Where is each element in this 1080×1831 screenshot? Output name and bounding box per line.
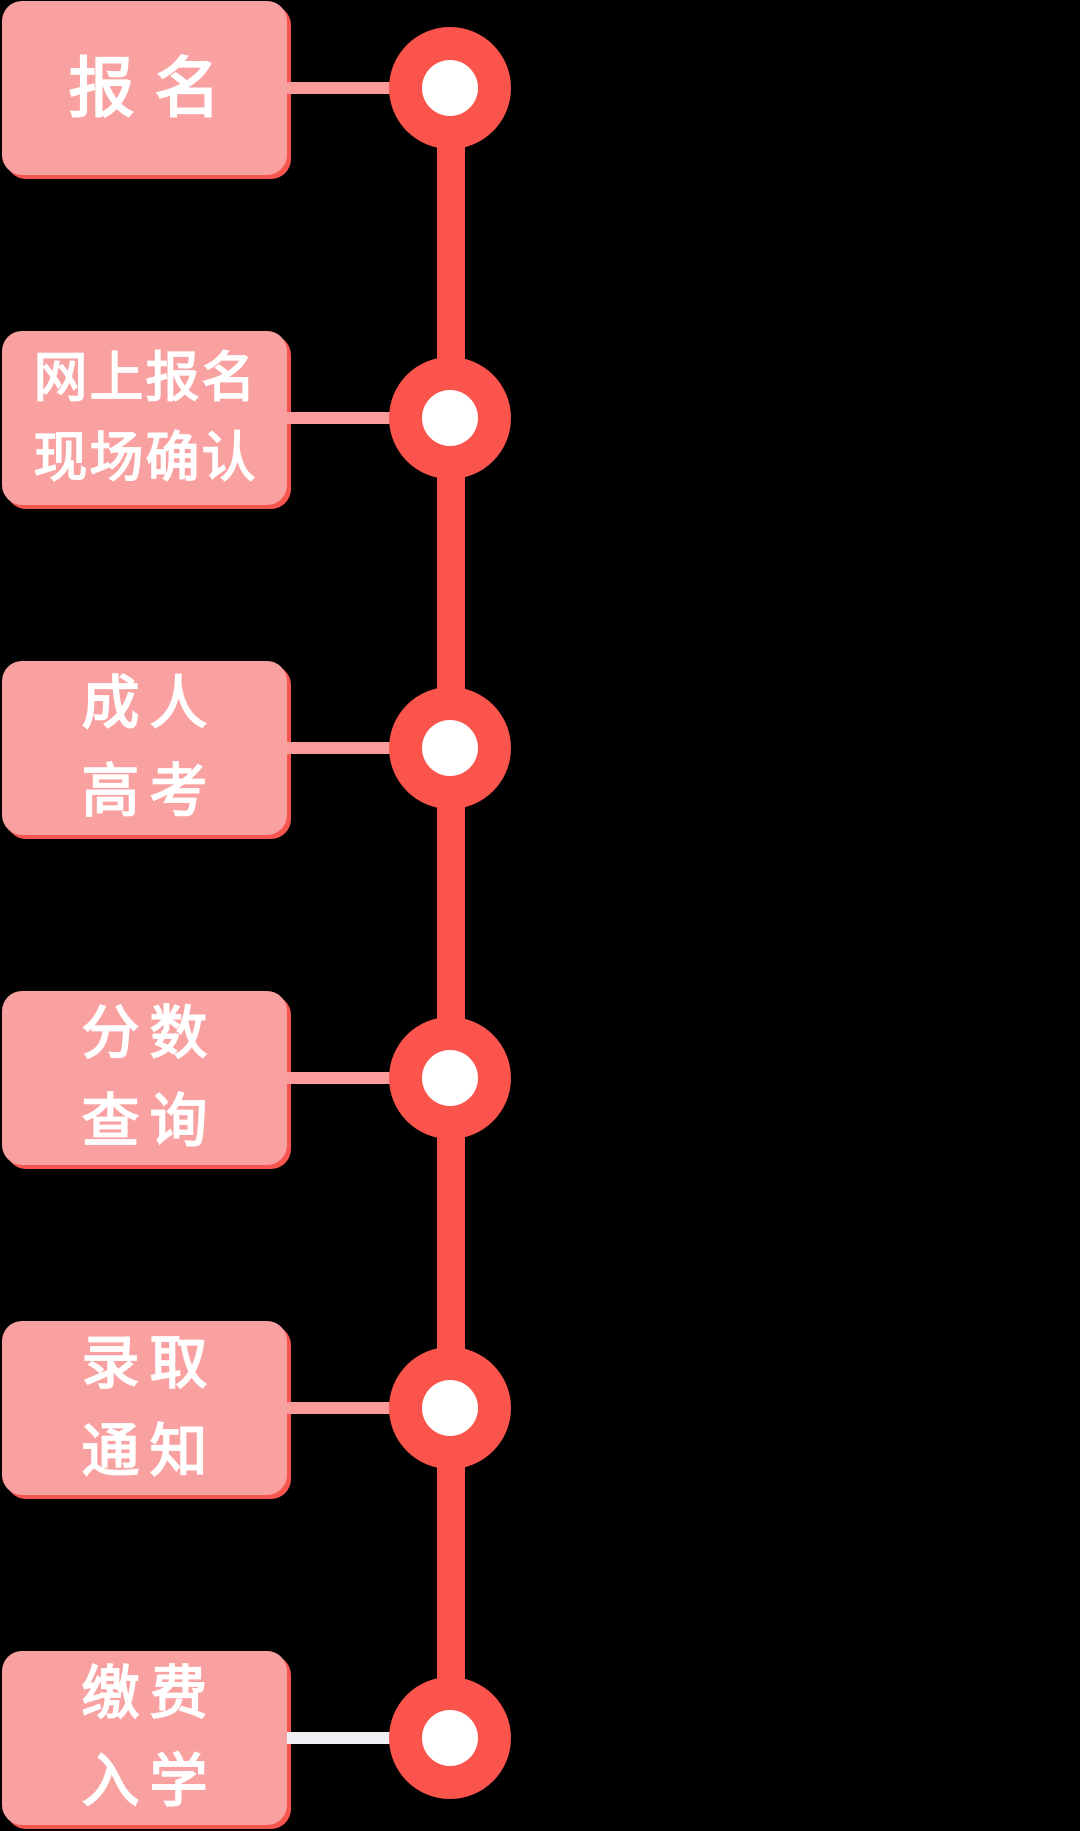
step-label-box: 成人 高考	[2, 661, 287, 835]
step-label-line: 入学	[81, 1749, 218, 1814]
timeline-step-5: 录取 通知	[0, 1320, 512, 1496]
connector-line	[287, 1402, 390, 1414]
step-label-line: 通知	[81, 1419, 218, 1484]
node-inner-dot	[422, 1050, 478, 1106]
step-label-line: 报名	[68, 51, 241, 125]
connector-line	[287, 82, 390, 94]
timeline-node	[389, 357, 511, 479]
timeline-node	[389, 27, 511, 149]
timeline-node	[389, 1347, 511, 1469]
step-label-box: 分数 查询	[2, 991, 287, 1165]
node-inner-dot	[422, 1710, 478, 1766]
step-label-box: 录取 通知	[2, 1321, 287, 1495]
step-label-line: 成人	[81, 671, 218, 736]
connector-line	[287, 1732, 390, 1744]
connector-line	[287, 1072, 390, 1084]
timeline-node	[389, 1677, 511, 1799]
connector-line	[287, 742, 390, 754]
step-label-line: 缴费	[81, 1661, 218, 1726]
node-inner-dot	[422, 720, 478, 776]
step-label-line: 录取	[81, 1331, 218, 1396]
node-inner-dot	[422, 60, 478, 116]
step-label-line: 现场确认	[33, 428, 258, 488]
timeline-node	[389, 1017, 511, 1139]
connector-line	[287, 412, 390, 424]
step-label-line: 分数	[81, 1001, 218, 1066]
timeline-step-2: 网上报名 现场确认	[0, 330, 512, 506]
timeline-step-3: 成人 高考	[0, 660, 512, 836]
step-label-line: 查询	[81, 1089, 218, 1154]
step-label-line: 高考	[81, 759, 218, 824]
step-label-box: 报名	[2, 1, 287, 175]
timeline-step-4: 分数 查询	[0, 990, 512, 1166]
step-label-box: 网上报名 现场确认	[2, 331, 287, 505]
step-label-box: 缴费 入学	[2, 1651, 287, 1825]
timeline-node	[389, 687, 511, 809]
node-inner-dot	[422, 1380, 478, 1436]
timeline-step-1: 报名	[0, 0, 512, 176]
step-label-line: 网上报名	[33, 348, 258, 408]
timeline-step-6: 缴费 入学	[0, 1650, 512, 1826]
node-inner-dot	[422, 390, 478, 446]
